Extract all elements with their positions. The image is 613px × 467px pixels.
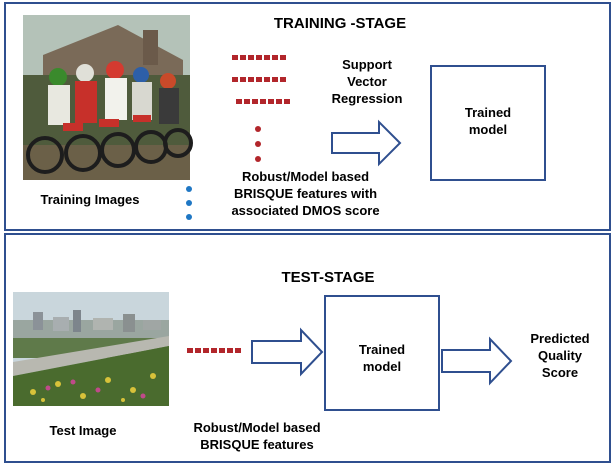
training-features-label: Robust/Model based BRISQUE features with… (231, 169, 380, 218)
ellipsis-dot-blue (186, 200, 192, 206)
training-trained-model-box (430, 65, 546, 181)
training-stage-title: TRAINING -STAGE (273, 15, 407, 32)
test-features-label: Robust/Model based BRISQUE features (193, 420, 321, 452)
test-stage-panel (4, 233, 611, 463)
test-trained-model-label: Trained model (358, 342, 406, 374)
training-stage-panel (4, 2, 611, 231)
feature-vector-row (232, 77, 286, 82)
test-trained-model-box (324, 295, 440, 411)
ellipsis-dot-blue (186, 186, 192, 192)
predicted-quality-score-label: Predicted Quality Score (530, 331, 590, 380)
training-trained-model-label: Trained model (464, 105, 512, 137)
feature-vector-row (236, 99, 290, 104)
feature-vector-row (232, 55, 286, 60)
feature-vector-row (187, 348, 241, 353)
svr-label: Support Vector Regression (331, 57, 403, 106)
training-image-caption: Training Images (40, 192, 140, 207)
ellipsis-dot-red (255, 126, 261, 132)
test-stage-title: TEST-STAGE (281, 269, 375, 286)
ellipsis-dot-red (255, 156, 261, 162)
test-image-caption: Test Image (49, 423, 117, 438)
ellipsis-dot-red (255, 141, 261, 147)
ellipsis-dot-blue (186, 214, 192, 220)
